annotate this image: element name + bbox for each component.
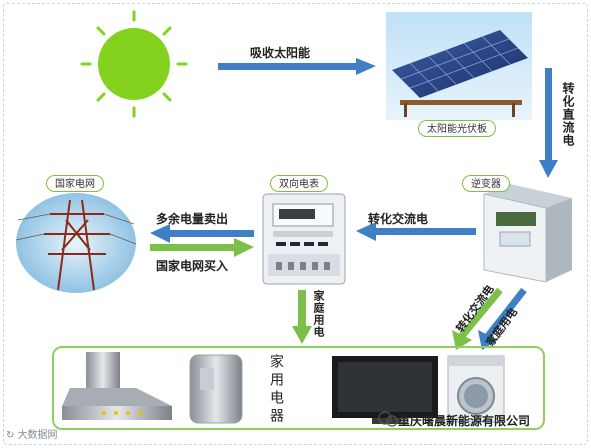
arrow-home-power [292,290,312,344]
sun-icon [80,10,188,118]
power-tower-icon [15,193,137,293]
range-hood-icon [62,352,172,420]
arrow-inverter-ac [452,287,503,350]
arrow-to-ac [356,222,476,241]
buy-label: 国家电网买入 [156,259,229,273]
arrow-absorb [218,58,376,75]
appliances-panel [52,346,545,430]
solar-panel-icon [386,12,532,120]
inverter-label: 逆变器 [462,175,510,192]
arrow-inverter-home [478,287,527,350]
meter-label: 双向电表 [270,175,328,192]
tv-icon [332,356,438,424]
solar-panel-label: 太阳能光伏板 [418,120,496,137]
company-name: 重庆曙晨新能源有限公司 [398,414,531,428]
wechat-logo-icon [378,411,398,427]
watermark-text: ↻ 大数据网 [6,430,58,441]
arrow-to-dc [539,68,558,178]
diagram-canvas [3,3,588,445]
to-dc-label: 转化直流电 [561,82,575,147]
appliances-label: 家用电器 [268,354,284,426]
to-ac-label: 转化交流电 [368,212,429,226]
washing-machine-icon [447,355,505,423]
sell-label: 多余电量卖出 [156,212,229,226]
water-heater-icon [189,354,243,424]
watermark-symbol-icon: ↻ [6,430,18,441]
home-power-label: 家庭用电 [312,290,325,338]
absorb-label: 吸收太阳能 [250,46,311,60]
arrow-sell [150,224,254,243]
arrow-buy [150,238,254,257]
inverter-icon [483,184,572,283]
bidirectional-meter-icon [262,193,346,285]
grid-label: 国家电网 [46,175,104,192]
